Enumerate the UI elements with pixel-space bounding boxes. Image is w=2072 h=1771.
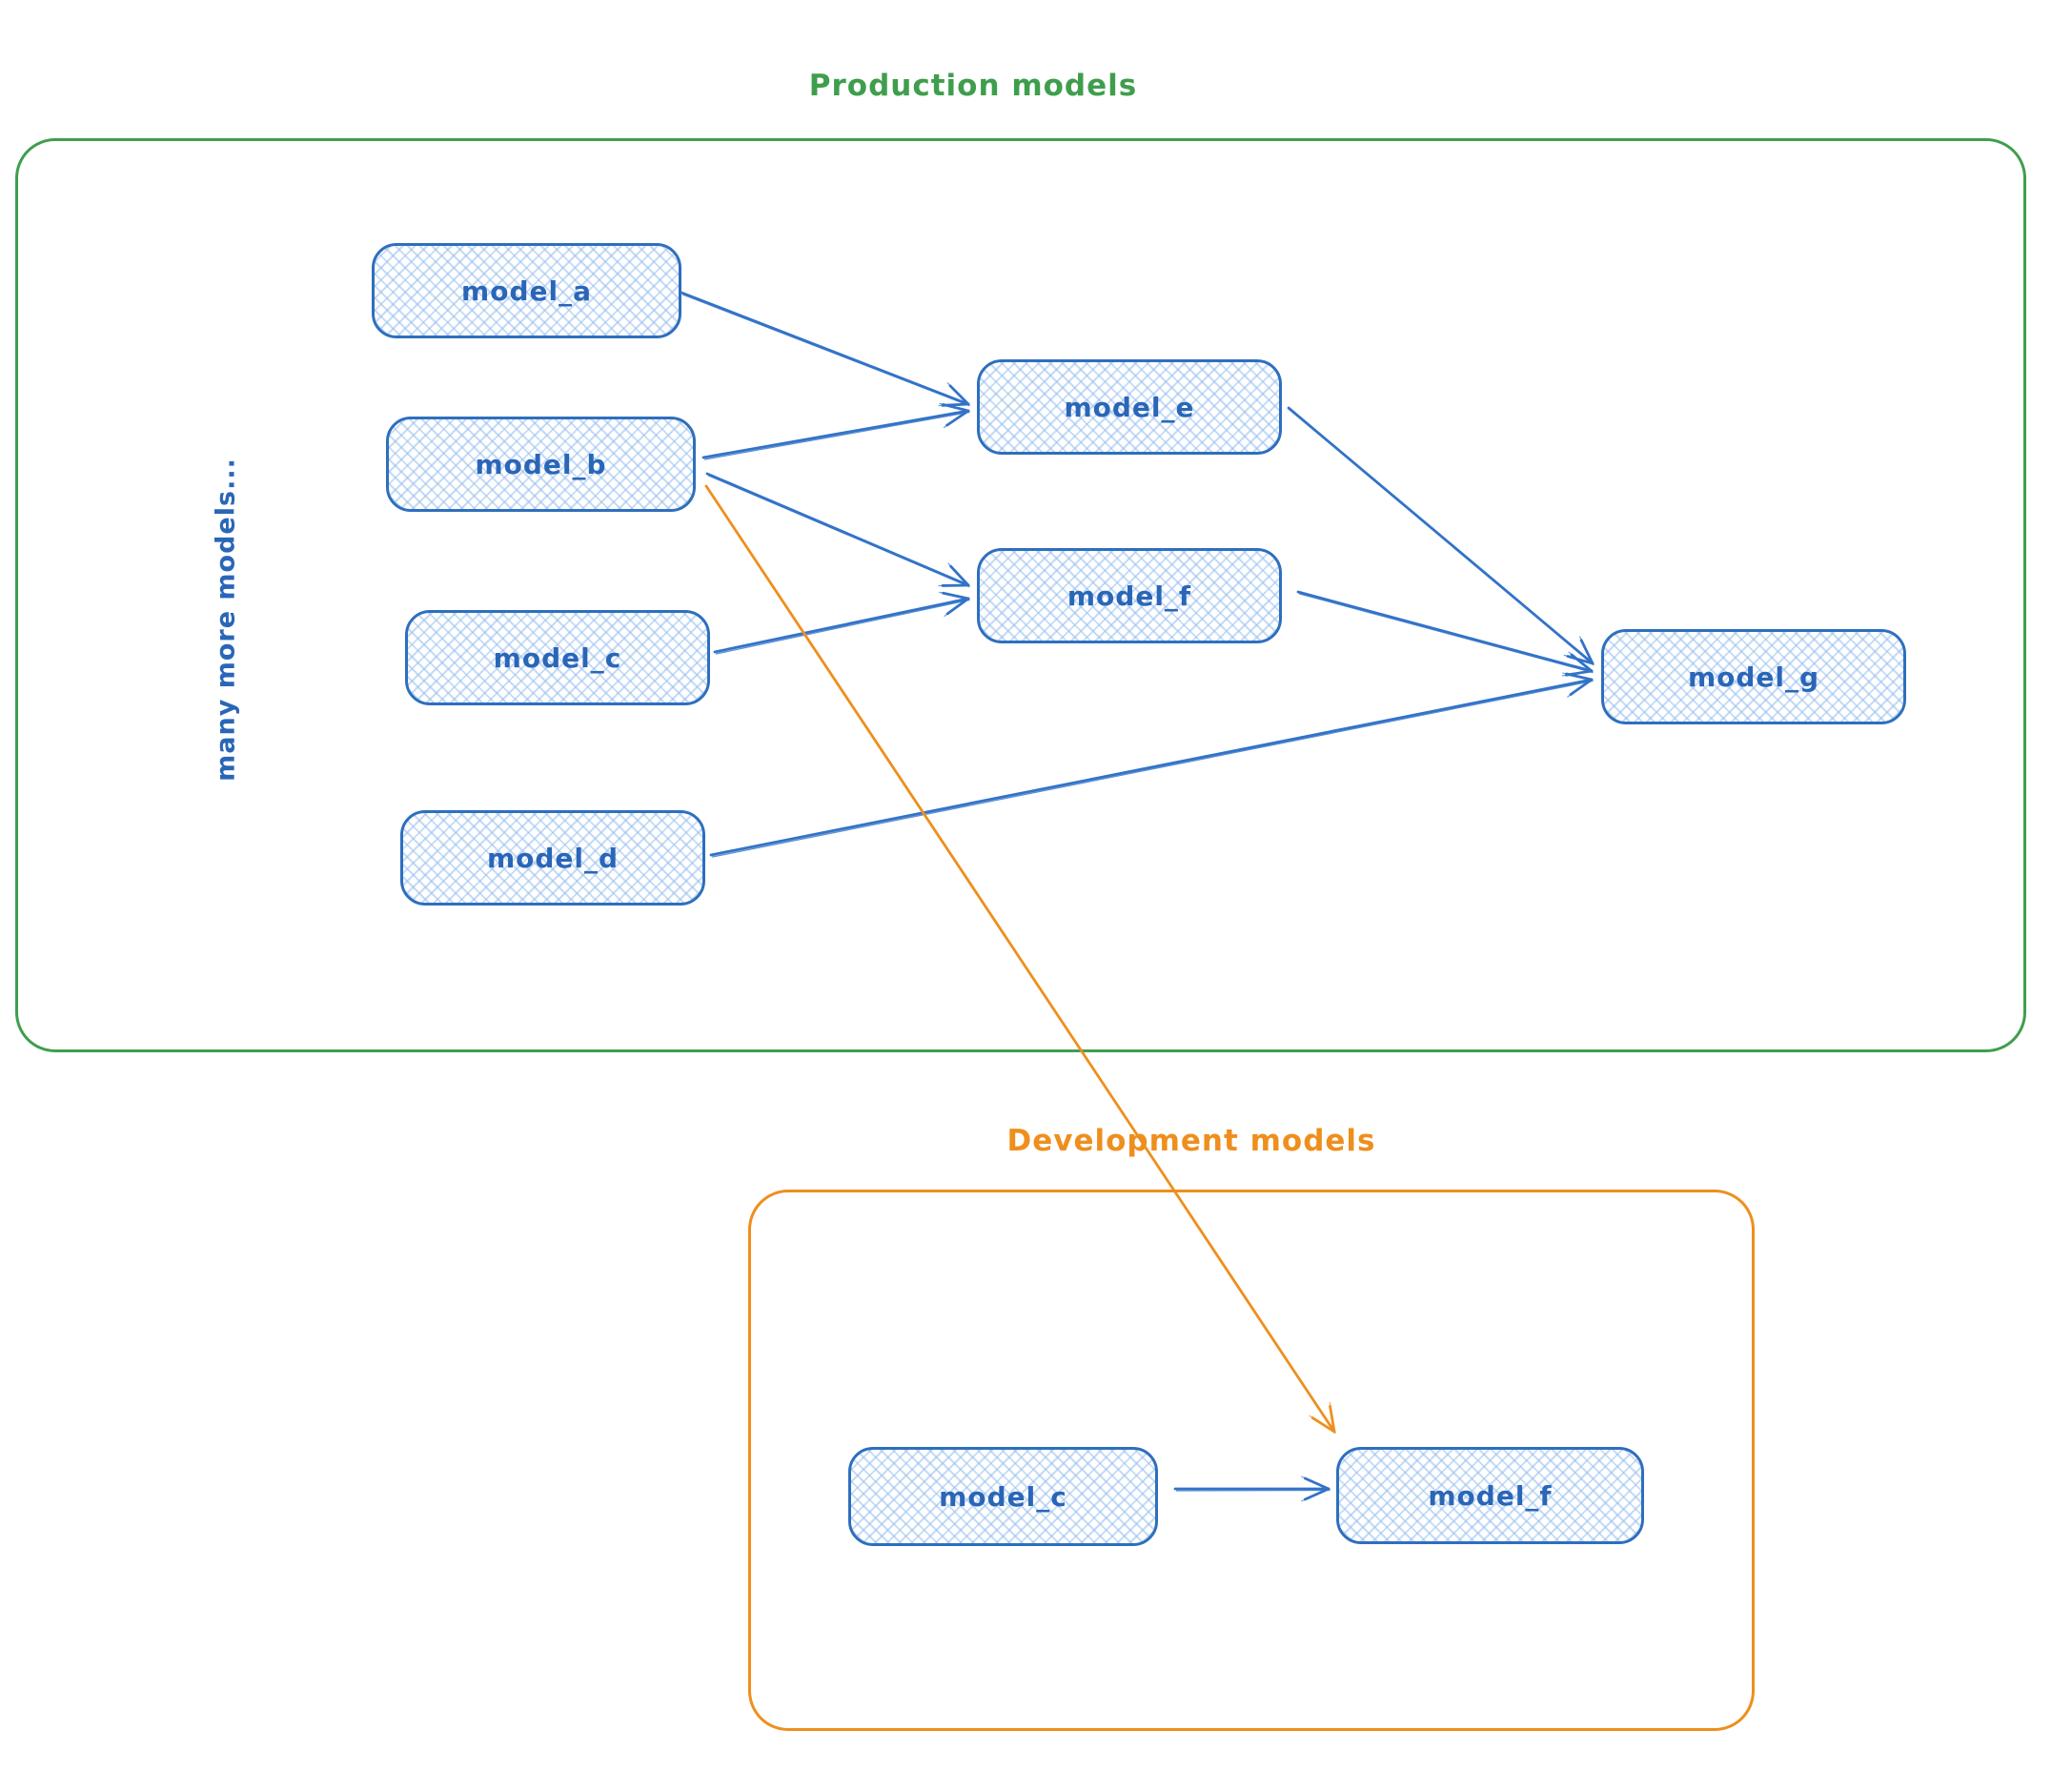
production-group-title: Production models bbox=[808, 69, 1138, 103]
node-model-d-label: model_d bbox=[486, 842, 620, 874]
node-model-a: model_a bbox=[372, 243, 681, 338]
node-dev-model-f: model_f bbox=[1336, 1447, 1644, 1544]
node-model-c: model_c bbox=[405, 610, 710, 705]
node-model-f: model_f bbox=[977, 548, 1282, 643]
node-model-e: model_e bbox=[977, 359, 1282, 455]
node-model-f-label: model_f bbox=[1066, 580, 1192, 612]
node-model-b-label: model_b bbox=[475, 448, 607, 480]
node-model-g: model_g bbox=[1601, 629, 1906, 724]
node-model-c-label: model_c bbox=[493, 641, 622, 674]
node-model-g-label: model_g bbox=[1687, 661, 1820, 693]
node-model-e-label: model_e bbox=[1064, 391, 1195, 423]
node-model-d: model_d bbox=[400, 810, 705, 906]
development-group-title: Development models bbox=[1006, 1124, 1376, 1158]
node-dev-model-c: model_c bbox=[848, 1447, 1158, 1546]
node-dev-model-c-label: model_c bbox=[939, 1480, 1067, 1513]
many-more-models-note: many more models... bbox=[211, 458, 241, 782]
node-dev-model-f-label: model_f bbox=[1428, 1479, 1553, 1512]
node-model-a-label: model_a bbox=[461, 275, 592, 307]
node-model-b: model_b bbox=[386, 417, 696, 512]
